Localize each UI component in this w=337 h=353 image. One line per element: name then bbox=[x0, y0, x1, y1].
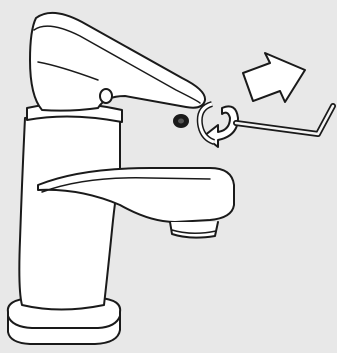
faucet-body bbox=[19, 110, 120, 310]
handle-screw-cap bbox=[100, 89, 112, 103]
set-screw-socket bbox=[178, 119, 184, 124]
set-screw-icon bbox=[173, 114, 189, 128]
faucet-aerator bbox=[170, 222, 218, 238]
